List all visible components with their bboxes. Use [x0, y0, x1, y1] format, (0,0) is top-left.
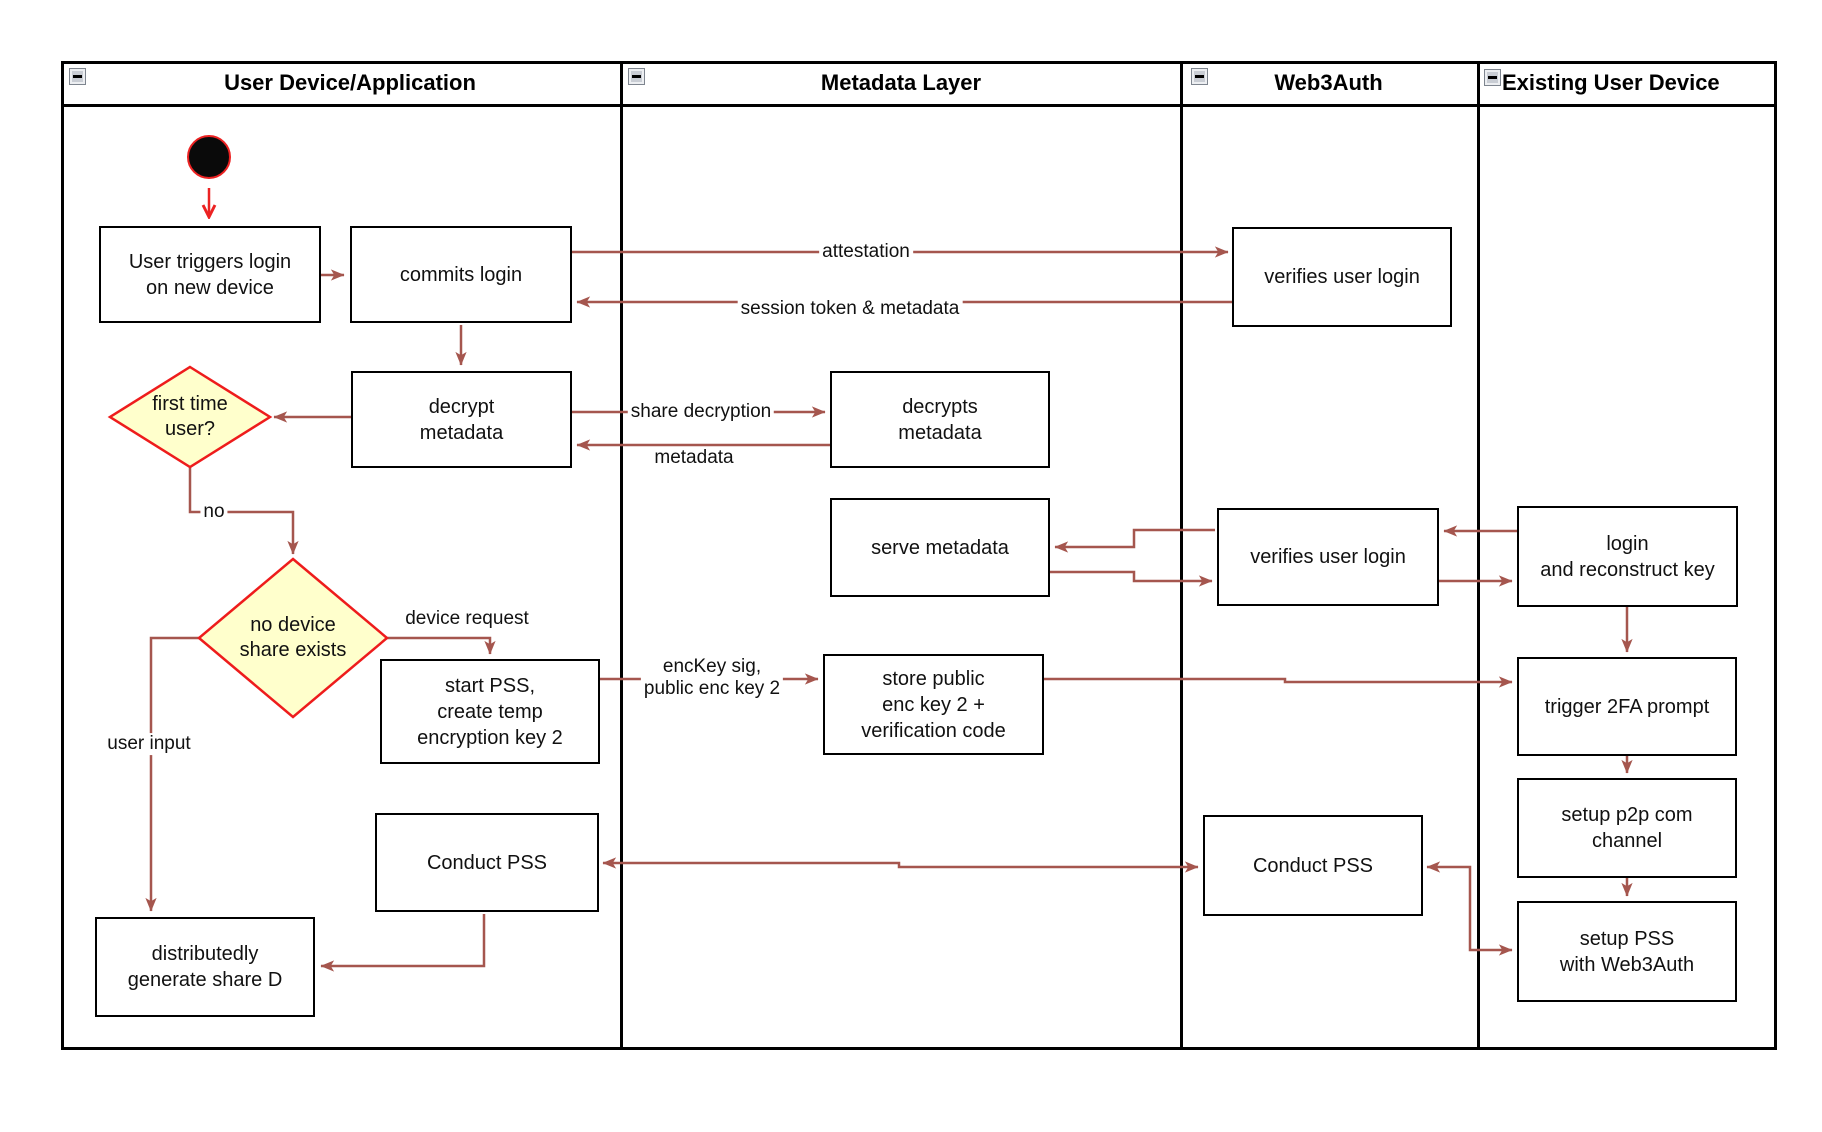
lane-divider-1 — [620, 61, 623, 1050]
edge-label-device-request: device request — [402, 608, 532, 630]
lane-header-separator — [61, 104, 1777, 107]
decision-no-device-share[interactable] — [197, 557, 389, 719]
node-distributedly-generate[interactable]: distributedly generate share D — [95, 917, 315, 1017]
edge-label-enckey: encKey sig, public enc key 2 — [640, 656, 784, 700]
lane-title-existing-device[interactable]: Existing User Device — [1502, 70, 1720, 95]
collapse-minus-icon[interactable] — [628, 68, 645, 85]
edge-label-user-input: user input — [104, 733, 194, 755]
edge-user-input — [145, 636, 199, 912]
node-login-reconstruct-key[interactable]: login and reconstruct key — [1517, 506, 1738, 607]
node-commits-login[interactable]: commits login — [350, 226, 572, 323]
pool-border — [61, 61, 1777, 1050]
edge-label-share-decryption: share decryption — [627, 401, 775, 423]
lane-divider-2 — [1180, 61, 1183, 1050]
edge-label-no: no — [200, 501, 228, 523]
node-user-triggers-login[interactable]: User triggers login on new device — [99, 226, 321, 323]
edge-label-attestation: attestation — [819, 241, 913, 263]
lane-divider-3 — [1477, 61, 1480, 1050]
edge-device-request — [387, 636, 496, 655]
node-trigger-2fa[interactable]: trigger 2FA prompt — [1517, 657, 1737, 756]
node-decrypt-metadata[interactable]: decrypt metadata — [351, 371, 572, 468]
node-store-public-key[interactable]: store public enc key 2 + verification co… — [823, 654, 1044, 755]
node-serve-metadata[interactable]: serve metadata — [830, 498, 1050, 597]
node-verifies-user-login-top[interactable]: verifies user login — [1232, 227, 1452, 327]
edge-label-metadata: metadata — [651, 447, 737, 469]
collapse-minus-icon[interactable] — [1191, 68, 1208, 85]
edge-conduct-pss-both — [602, 857, 1199, 873]
node-verifies-user-login-mid[interactable]: verifies user login — [1217, 508, 1439, 606]
lane-title-user-device[interactable]: User Device/Application — [224, 70, 476, 95]
node-start-pss[interactable]: start PSS, create temp encryption key 2 — [380, 659, 600, 764]
edge-conduct-to-distgen — [320, 914, 486, 972]
edge-label-session-token: session token & metadata — [737, 298, 963, 320]
node-setup-pss[interactable]: setup PSS with Web3Auth — [1517, 901, 1737, 1002]
decision-first-time-user[interactable] — [107, 365, 273, 469]
edge-store-to-2fa — [1044, 676, 1513, 688]
decision-label-first-time: first time user? — [152, 393, 228, 440]
edge-setuppss-conduct-both — [1426, 861, 1513, 956]
node-conduct-pss-right[interactable]: Conduct PSS — [1203, 815, 1423, 916]
lane-title-metadata-layer[interactable]: Metadata Layer — [820, 70, 982, 95]
node-conduct-pss-left[interactable]: Conduct PSS — [375, 813, 599, 912]
edge-no-branch — [188, 467, 299, 555]
decision-label-no-device-share: no device share exists — [239, 614, 347, 661]
collapse-minus-icon[interactable] — [69, 68, 86, 85]
edge-serve-to-verifies — [1050, 570, 1213, 587]
edge-verifies-to-serve — [1054, 528, 1215, 553]
initial-state-node[interactable] — [187, 135, 231, 179]
node-setup-p2p[interactable]: setup p2p com channel — [1517, 778, 1737, 878]
node-decrypts-metadata[interactable]: decrypts metadata — [830, 371, 1050, 468]
lane-title-web3auth[interactable]: Web3Auth — [1274, 70, 1383, 95]
collapse-minus-icon[interactable] — [1484, 69, 1501, 86]
